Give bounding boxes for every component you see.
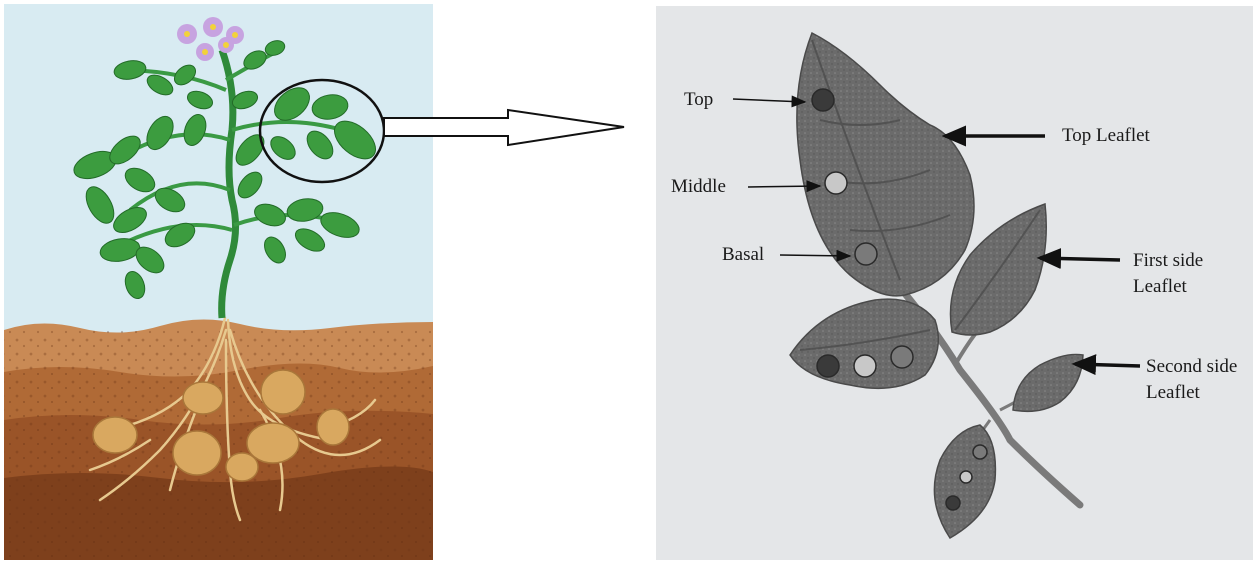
- spot-left-3: [891, 346, 913, 368]
- pointer-middle: [748, 186, 820, 187]
- label-second-side-line2: Leaflet: [1146, 381, 1200, 405]
- pointer-basal: [780, 255, 850, 256]
- spot-left-1: [817, 355, 839, 377]
- spot-lower-3: [946, 496, 960, 510]
- pointer-first-side-leaflet: [1040, 258, 1120, 260]
- spot-left-2: [854, 355, 876, 377]
- label-first-side-line2: Leaflet: [1133, 275, 1187, 299]
- spot-lower-2: [960, 471, 972, 483]
- label-middle: Middle: [671, 175, 726, 199]
- label-top: Top: [684, 88, 713, 112]
- label-basal: Basal: [722, 243, 764, 267]
- pointer-second-side-leaflet: [1075, 364, 1140, 366]
- label-second-side-line1: Second side: [1146, 355, 1237, 379]
- spot-lower-1: [973, 445, 987, 459]
- label-top-leaflet: Top Leaflet: [1062, 124, 1150, 148]
- spot-top: [812, 89, 834, 111]
- potato-plant-illustration: [4, 4, 433, 560]
- spot-middle: [825, 172, 847, 194]
- label-first-side-line1: First side: [1133, 249, 1203, 273]
- spot-basal: [855, 243, 877, 265]
